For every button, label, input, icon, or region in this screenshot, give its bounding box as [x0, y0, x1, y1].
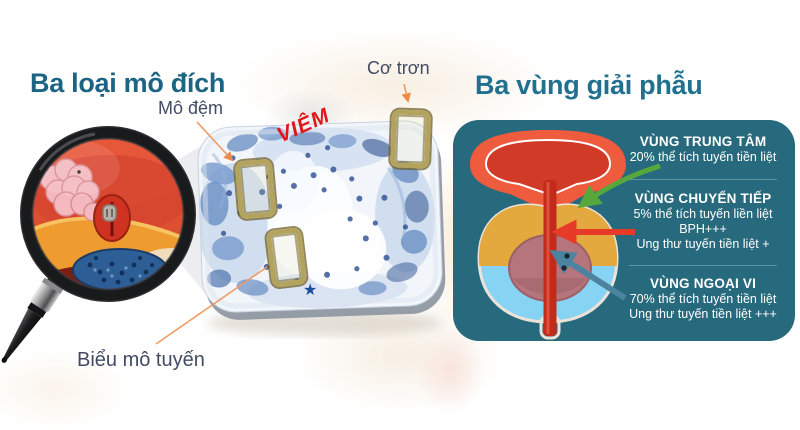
zone-transition-block: VÙNG CHUYỂN TIẾP 5% thể tích tuyến liền …	[611, 191, 795, 252]
blue-sponge-tissue	[72, 248, 168, 291]
magnifier-handle	[1, 269, 68, 363]
zone-peripheral-line: 70% thể tích tuyến tiền liệt	[629, 292, 777, 306]
zone-central-line: 20% thể tích tuyến tiền liệt	[629, 150, 777, 164]
slide-slab	[197, 120, 446, 320]
divider	[629, 179, 777, 180]
right-section-title: Ba vùng giải phẫu	[475, 70, 703, 100]
zone-transition-line: BPH+++	[679, 222, 727, 236]
target-frame-smooth-muscle	[389, 109, 432, 169]
label-glandular-epithelium: Biểu mô tuyến	[77, 349, 205, 371]
zone-transition-line: Ung thư tuyến tiền liệt +	[636, 237, 770, 251]
zone-transition-name: VÙNG CHUYỂN TIẾP	[634, 191, 772, 206]
infographic-canvas: { "page": { "title_left": "Ba loại mô đí…	[0, 28, 795, 430]
pink-tissue-mass	[39, 158, 103, 222]
zone-peripheral-line: Ung thư tuyến tiền liệt +++	[629, 307, 777, 321]
zone-peripheral-name: VÙNG NGOẠI VI	[649, 276, 757, 291]
label-stroma: Mô đệm	[158, 98, 224, 118]
label-smooth-muscle: Cơ trơn	[367, 58, 430, 78]
left-section-title: Ba loại mô đích	[30, 68, 226, 98]
marker-dot	[564, 253, 570, 259]
anatomy-panel: VÙNG TRUNG TÂM 20% thể tích tuyến tiền l…	[453, 120, 795, 341]
zone-peripheral-block: VÙNG NGOẠI VI 70% thể tích tuyến tiền li…	[611, 276, 795, 322]
lens-rim	[21, 127, 195, 301]
zone-central-block: VÙNG TRUNG TÂM 20% thể tích tuyến tiền l…	[611, 134, 795, 165]
zone-transition-line: 5% thể tích tuyến liền liệt	[633, 207, 773, 221]
zone-descriptions: VÙNG TRUNG TÂM 20% thể tích tuyến tiền l…	[611, 120, 795, 341]
divider	[629, 265, 777, 266]
zone-central-name: VÙNG TRUNG TÂM	[639, 134, 767, 149]
arrow-central-zone-icon	[577, 163, 661, 209]
urethra	[543, 180, 557, 336]
marker-dot	[561, 265, 567, 271]
star-icon: ★	[303, 282, 318, 299]
target-frame-stroma	[234, 158, 277, 220]
lens-rim-outer	[20, 126, 196, 302]
arrow-peripheral-zone-icon	[549, 249, 627, 301]
target-frame-epithelium	[265, 227, 308, 288]
